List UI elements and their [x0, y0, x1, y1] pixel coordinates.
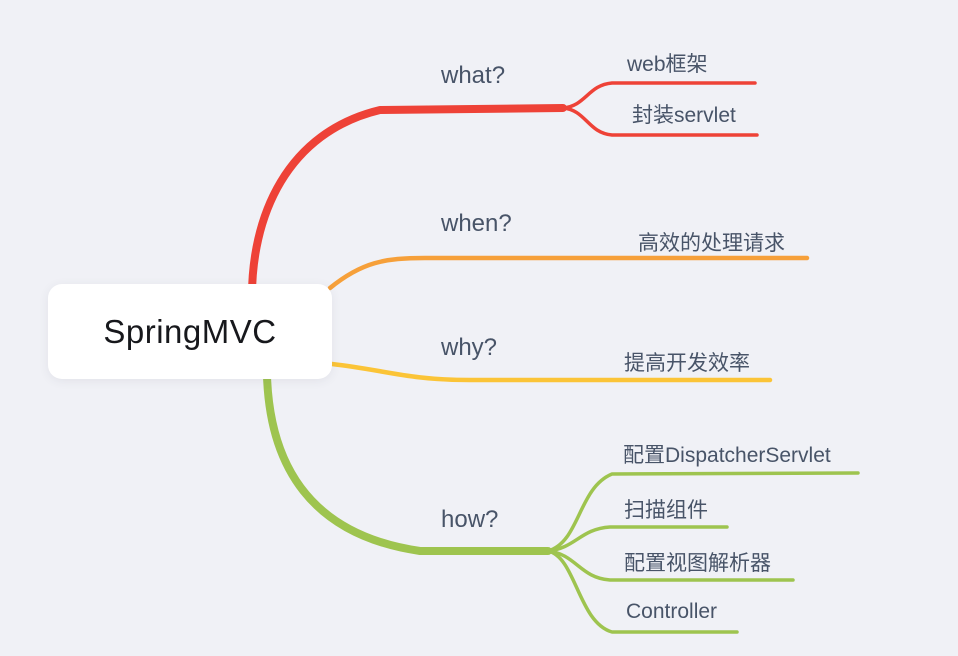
- subtopic-configure-dispatcher-servlet[interactable]: 配置DispatcherServlet: [623, 444, 831, 467]
- root-node-springmvc[interactable]: SpringMVC: [48, 284, 332, 379]
- topic-when[interactable]: when?: [441, 210, 512, 237]
- branch-how-trunk-line: [263, 372, 552, 555]
- subtopic-controller[interactable]: Controller: [626, 600, 718, 623]
- subtopic-wrap-servlet[interactable]: 封装servlet: [632, 104, 736, 127]
- branch-how-child-line-dispatcher-servlet: [546, 471, 860, 553]
- subtopic-improve-dev-efficiency[interactable]: 提高开发效率: [624, 352, 750, 375]
- topic-why[interactable]: why?: [441, 334, 498, 361]
- branch-when-line: [327, 255, 810, 291]
- branch-how-child-line-scan-components: [546, 525, 729, 553]
- branch-what-trunk-line: [247, 104, 567, 308]
- subtopic-web-framework[interactable]: web框架: [627, 53, 708, 76]
- branch-what-child-line-wrap-servlet: [561, 106, 759, 137]
- subtopic-handle-requests-efficiently[interactable]: 高效的处理请求: [638, 232, 785, 255]
- branch-what-child-line-web-framework: [561, 81, 757, 110]
- topic-how[interactable]: how?: [441, 506, 499, 533]
- subtopic-scan-components[interactable]: 扫描组件: [624, 499, 708, 522]
- topic-what[interactable]: what?: [441, 62, 506, 89]
- branch-how-child-line-controller: [546, 549, 739, 634]
- branch-how-child-line-view-resolver: [546, 549, 795, 582]
- branch-why-line: [329, 361, 773, 383]
- subtopic-configure-view-resolver[interactable]: 配置视图解析器: [624, 552, 771, 575]
